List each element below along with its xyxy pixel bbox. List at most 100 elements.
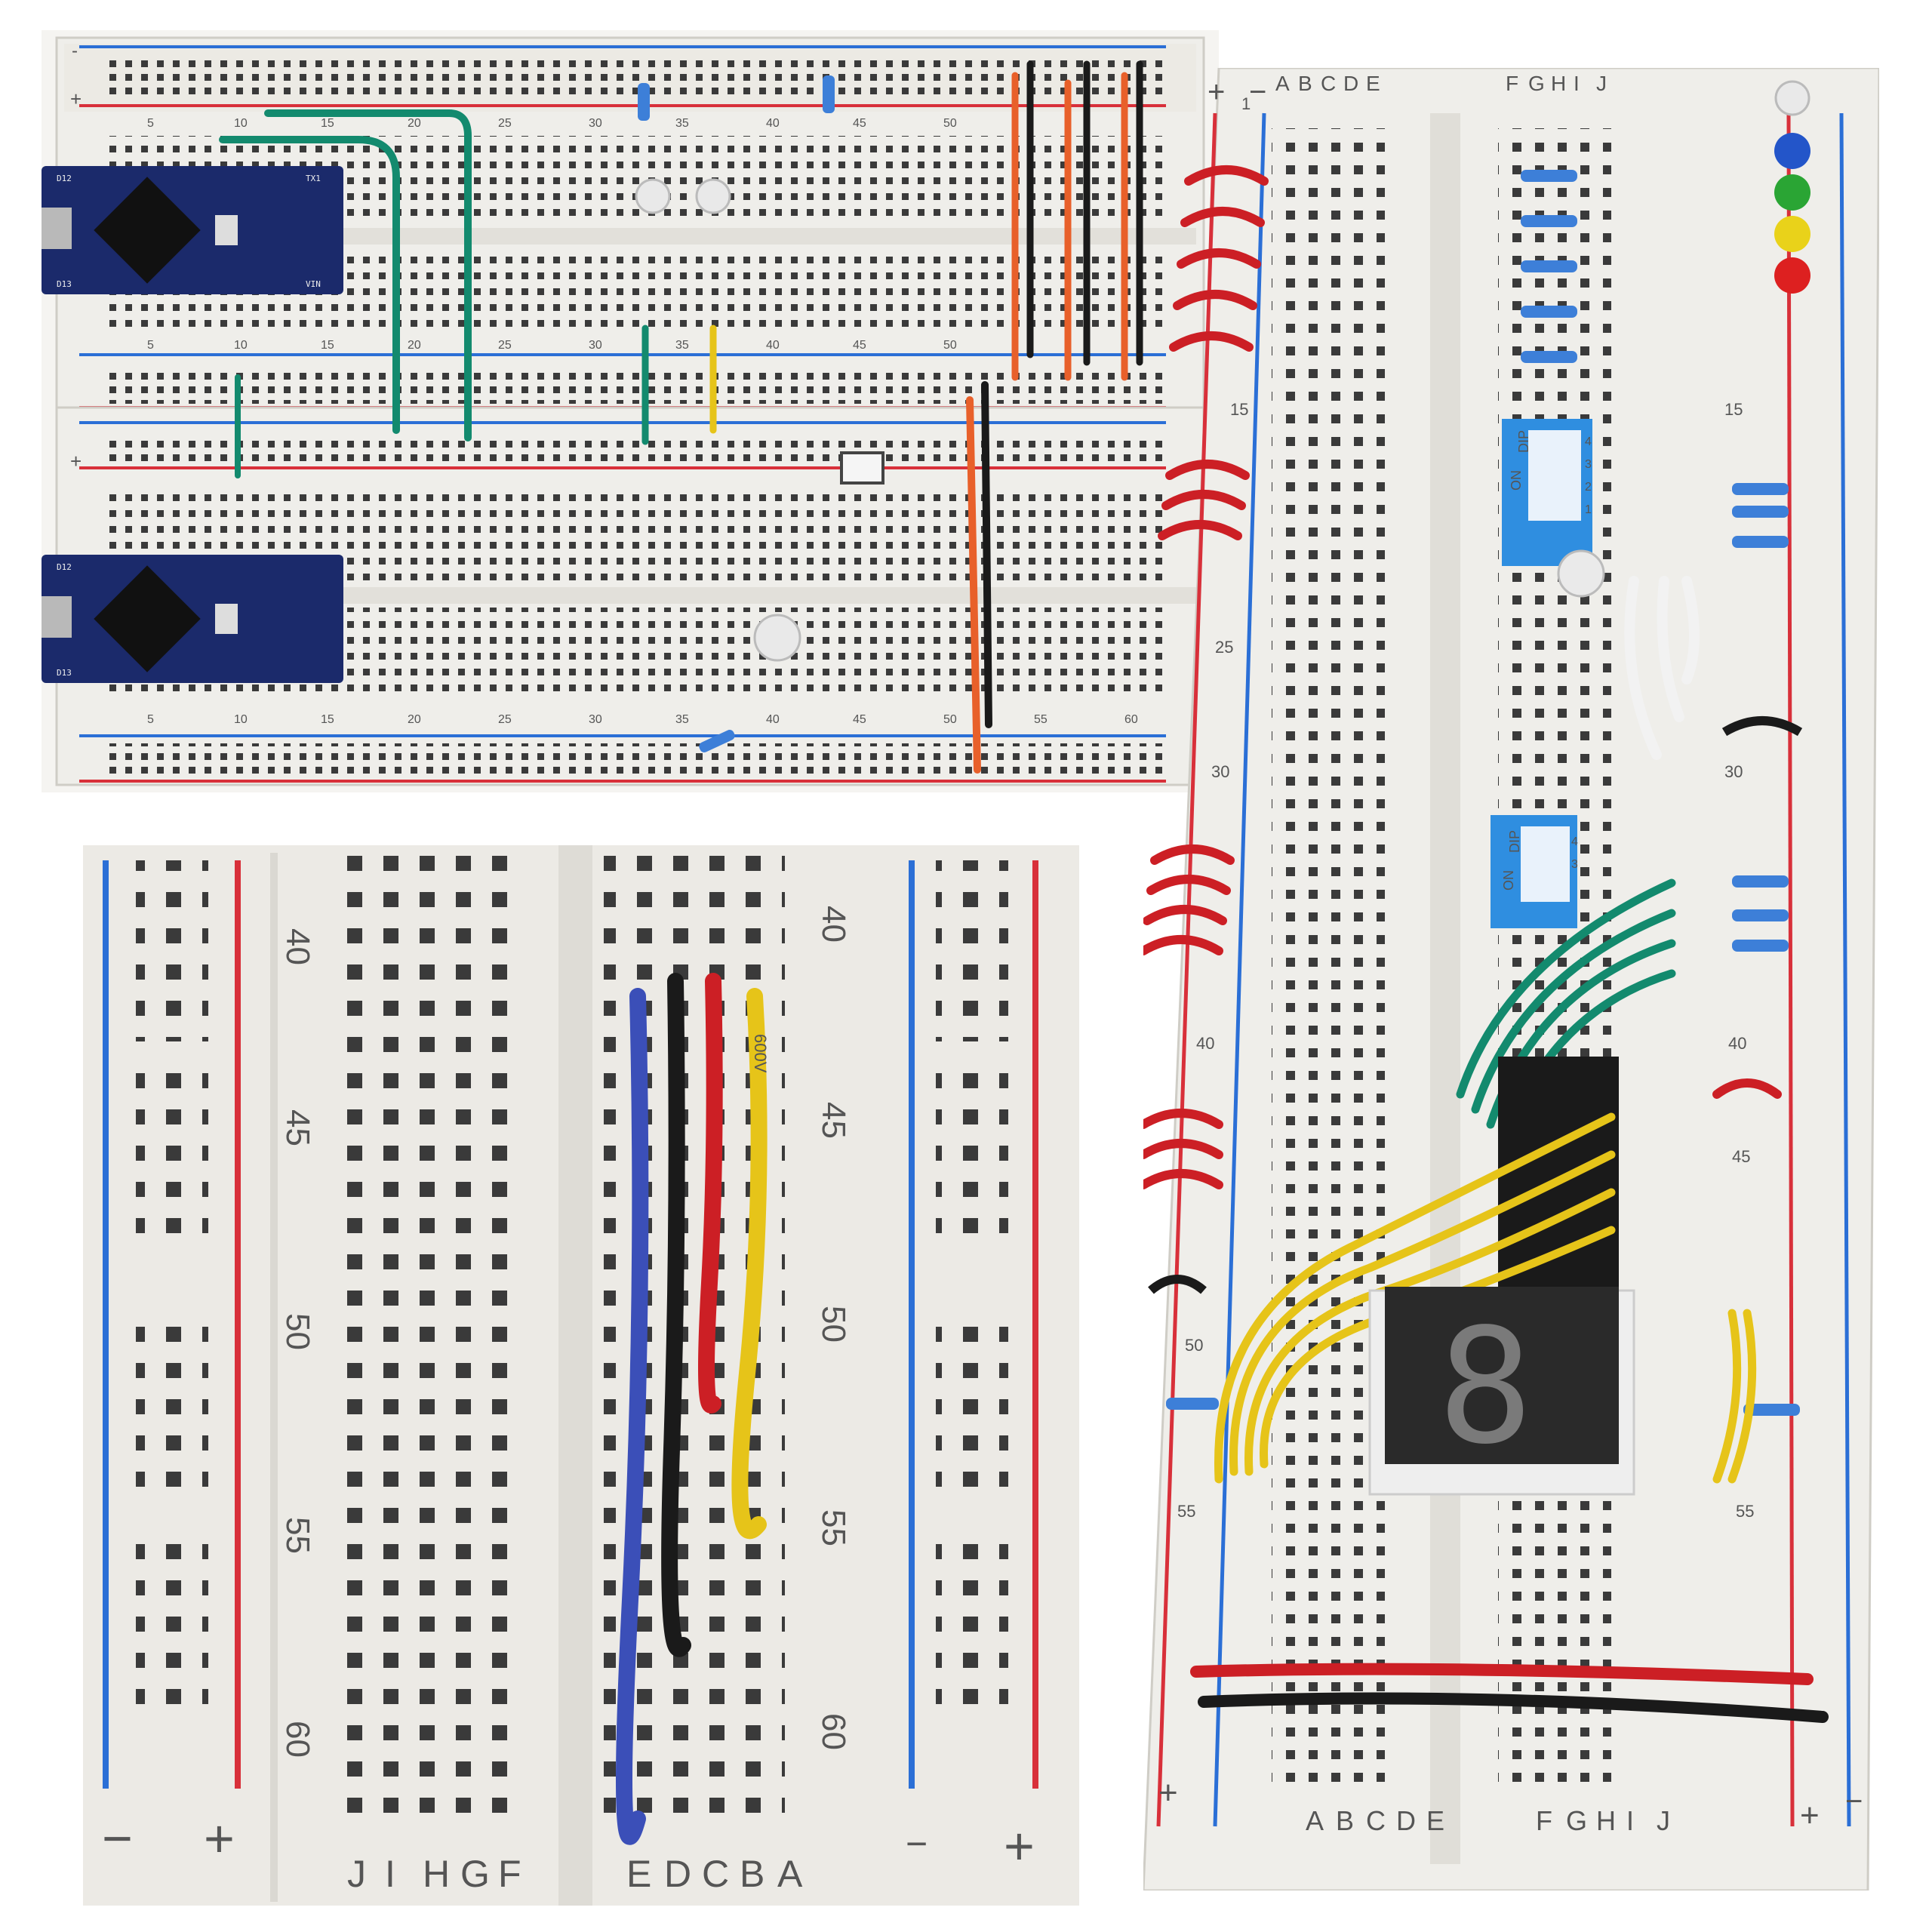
row-num: 30: [1724, 762, 1743, 781]
closeup-wires: [616, 973, 768, 1845]
col-letter: D: [1396, 1805, 1416, 1836]
black-wire: [661, 973, 691, 1657]
red-led: [1774, 257, 1810, 294]
arduino-nano-top: D12 D13 TX1 VIN: [42, 166, 343, 294]
resistor: [1521, 306, 1577, 318]
row-letter: J: [347, 1853, 366, 1895]
yellow-wire: [1727, 1309, 1757, 1484]
col-letter: I: [1574, 72, 1580, 95]
rail-line-red: [1156, 112, 1217, 1827]
dip-switch-bottom: ON DIP 3 4: [1491, 815, 1578, 928]
white-wires: [1624, 576, 1700, 760]
nano-pin-label: TX1: [306, 174, 321, 183]
nano-pin-label: D13: [57, 668, 72, 678]
row-num: 40: [1728, 1034, 1746, 1053]
green-led: [1774, 174, 1810, 211]
white-wire: [1657, 576, 1684, 722]
nano-pin-label: D12: [57, 562, 72, 572]
black-wire: [1148, 1275, 1207, 1294]
resistor: [1732, 909, 1789, 921]
resistor: [1732, 506, 1789, 518]
row-num: 50: [279, 1313, 316, 1350]
green-wire: [264, 109, 472, 441]
col-letter: C: [1321, 72, 1336, 95]
rail-plus-label: +: [204, 1809, 235, 1868]
row-letter: H: [423, 1853, 450, 1895]
yellow-wire: [731, 988, 768, 1540]
red-wire: [698, 973, 723, 1414]
col-num: 35: [675, 713, 689, 726]
dip-dip-label: DIP: [1507, 830, 1522, 853]
col-letter: J: [1596, 72, 1607, 95]
red-wire: [1190, 1663, 1814, 1685]
col-letter: B: [1336, 1805, 1354, 1836]
col-num: 50: [943, 713, 957, 726]
col-num: 10: [234, 339, 248, 352]
jumper-wires: [219, 60, 1143, 774]
red-wire: [1169, 331, 1254, 352]
red-wire: [1712, 1078, 1782, 1099]
row-num: 45: [279, 1109, 316, 1146]
reset-button: [215, 604, 238, 634]
row-num: 30: [1211, 762, 1229, 781]
col-letter: A: [1306, 1805, 1324, 1836]
col-num: 5: [147, 117, 154, 130]
col-letter: G: [1528, 72, 1545, 95]
rail-line-red: [1786, 112, 1795, 1827]
col-letter: H: [1596, 1805, 1616, 1836]
row-num: 40: [279, 928, 316, 965]
dip-number: 4: [1571, 835, 1578, 848]
red-wire: [1161, 490, 1246, 510]
resistor: [1521, 215, 1577, 227]
col-num: 10: [234, 713, 248, 726]
row-num: 55: [1177, 1502, 1195, 1521]
col-num: 50: [943, 117, 957, 130]
black-wire: [981, 381, 992, 728]
clear-led: [1774, 80, 1810, 116]
display-face: [1385, 1287, 1619, 1464]
resistor: [823, 75, 835, 113]
center-channel: [558, 845, 592, 1906]
col-letter: D: [1343, 72, 1358, 95]
row-num: 45: [815, 1102, 852, 1139]
green-wire: [1456, 878, 1676, 1099]
red-wire: [1165, 460, 1250, 480]
rail-minus-label: −: [906, 1823, 928, 1865]
nano-pin-label: D12: [57, 174, 72, 183]
rail-plus-label: +: [1208, 75, 1225, 109]
resistor: [1732, 483, 1789, 495]
col-num: 30: [589, 713, 602, 726]
row-letter: F: [498, 1853, 521, 1895]
center-channel: [1430, 113, 1460, 1864]
red-wire: [1173, 290, 1257, 310]
red-wire: [1177, 248, 1261, 269]
breadboard-closeup-drawing: − + − + 40 45 50 55 60 40 45 50 55 60: [83, 845, 1079, 1906]
col-letter: E: [1426, 1805, 1444, 1836]
row-num: 40: [815, 906, 852, 943]
push-button: [840, 451, 884, 485]
resistor: [1521, 170, 1577, 182]
rail-plus-label: +: [1158, 1774, 1178, 1811]
dip-on-label: ON: [1501, 870, 1516, 891]
blue-led: [1774, 133, 1810, 169]
components: [635, 75, 884, 752]
col-letter: I: [1626, 1805, 1634, 1836]
arduino-nano-bottom: D12 D13: [42, 555, 343, 683]
dip-switch-top: ON DIP 1 2 3 4: [1502, 419, 1592, 566]
col-num: 60: [1124, 713, 1138, 726]
row-num: 60: [815, 1713, 852, 1750]
col-letter: E: [1366, 72, 1380, 95]
rail-line-blue: [1213, 112, 1266, 1827]
row-letter: D: [664, 1853, 691, 1895]
row-letter: G: [460, 1853, 490, 1895]
col-num: 45: [853, 713, 866, 726]
row-num: 55: [815, 1509, 852, 1546]
row-letter: E: [626, 1853, 651, 1895]
resistors: [1166, 170, 1800, 1416]
terminal-strip-abcde: [1272, 128, 1385, 1789]
rail-minus-label: -: [72, 41, 78, 61]
seven-segment-display: 8: [1368, 1287, 1635, 1496]
yellow-wire: [1712, 1309, 1742, 1484]
row-num: 15: [1724, 400, 1743, 419]
red-wire: [1143, 935, 1223, 955]
